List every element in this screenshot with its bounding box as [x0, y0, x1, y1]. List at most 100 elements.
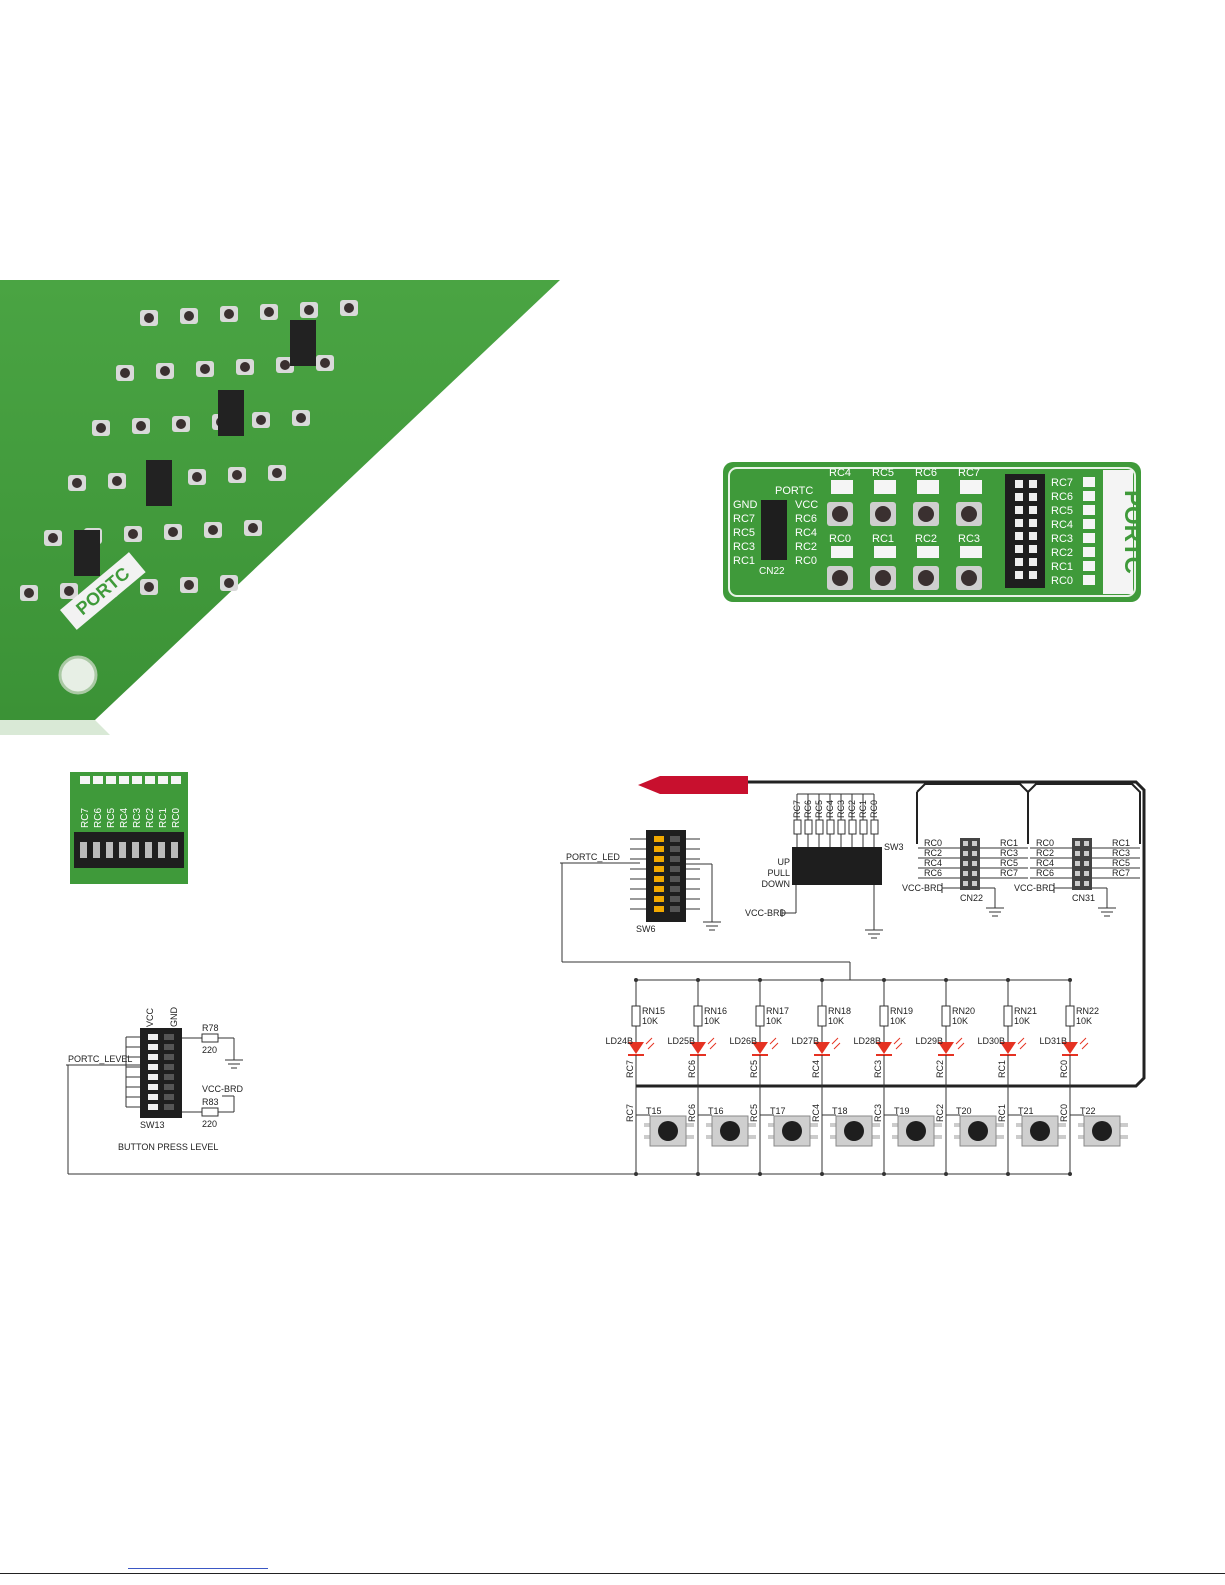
led-ray — [647, 1042, 655, 1050]
button-lead — [706, 1123, 714, 1127]
button-lead — [954, 1135, 962, 1139]
button-lead — [1056, 1135, 1066, 1139]
rn-value: 10K — [952, 1016, 968, 1026]
button-lead — [808, 1135, 818, 1139]
sw13-slot — [164, 1104, 174, 1110]
vcc-brd-label-sw3: VCC-BRD — [745, 908, 787, 918]
led-ray — [955, 1037, 963, 1045]
led-net-label: RC5 — [749, 1060, 759, 1078]
module-header-caption: PORTC — [775, 485, 813, 497]
photo-key-cap — [136, 421, 146, 431]
rn-label: RN18 — [828, 1006, 851, 1016]
small-label: RC3 — [132, 808, 143, 828]
cn-pin — [972, 881, 977, 886]
button-net-label: RC5 — [749, 1104, 759, 1122]
rn-label: RN22 — [1076, 1006, 1099, 1016]
photo-key-cap — [208, 525, 218, 535]
module-right-led — [1083, 575, 1095, 585]
button-lead — [870, 1135, 880, 1139]
button-lead — [830, 1123, 838, 1127]
led-symbol — [752, 1042, 768, 1054]
sw3-label: SW3 — [884, 842, 904, 852]
button-lead — [684, 1135, 694, 1139]
cn-left-net: RC4 — [924, 858, 942, 868]
photo-key-cap — [168, 527, 178, 537]
small-dip-slider — [93, 842, 100, 858]
cn-vcc-brd-label: VCC-BRD — [902, 883, 944, 893]
module-left-pin: RC5 — [733, 527, 755, 539]
rn-label: RN15 — [642, 1006, 665, 1016]
module-dip-slider — [1029, 558, 1037, 566]
module-left-pin: RC7 — [733, 513, 755, 525]
cn-left-net: RC6 — [1036, 868, 1054, 878]
module-bottom-led-label: RC0 — [829, 533, 851, 545]
sw13-slider — [148, 1064, 158, 1070]
sw6-slot — [670, 836, 680, 842]
cn-pin — [1075, 861, 1080, 866]
module-dip-slider — [1029, 493, 1037, 501]
sw6-slot — [670, 846, 680, 852]
module-button-cap — [832, 506, 848, 522]
module-right-led — [1083, 477, 1095, 487]
led-ray — [895, 1042, 903, 1050]
button-lead — [892, 1123, 900, 1127]
small-led — [145, 776, 155, 784]
rn-resistor — [693, 1005, 703, 1027]
module-led — [960, 480, 982, 494]
photo-key-cap — [24, 588, 34, 598]
module-led — [874, 480, 896, 494]
sw13-label: SW13 — [140, 1120, 165, 1130]
rn-resistor — [1003, 1005, 1013, 1027]
button-label: T19 — [894, 1106, 910, 1116]
sw13-slot — [164, 1034, 174, 1040]
sw6-slot — [670, 866, 680, 872]
module-button-cap — [832, 570, 848, 586]
rn-label: RN21 — [1014, 1006, 1037, 1016]
cn-label: CN31 — [1072, 893, 1095, 903]
button-net-label: RC7 — [625, 1104, 635, 1122]
cn-left-net: RC4 — [1036, 858, 1054, 868]
photo-key-cap — [272, 468, 282, 478]
module-bottom-led-label: RC1 — [872, 533, 894, 545]
button-lead — [644, 1123, 652, 1127]
button-label: T17 — [770, 1106, 786, 1116]
button-lead — [1078, 1123, 1086, 1127]
rn-value: 10K — [704, 1016, 720, 1026]
button-cap — [906, 1121, 926, 1141]
led-net-label: RC4 — [811, 1060, 821, 1078]
module-right-led — [1083, 505, 1095, 515]
sw6-slider — [654, 836, 664, 842]
button-net-label: RC1 — [997, 1104, 1007, 1122]
sw13-slot — [164, 1064, 174, 1070]
photo-key-cap — [296, 413, 306, 423]
led-label: LD25B — [667, 1036, 695, 1046]
sw13-slider — [148, 1074, 158, 1080]
cn-right-net: RC7 — [1112, 868, 1130, 878]
module-right-pin: RC3 — [1051, 533, 1073, 545]
gnd-label: GND — [169, 1007, 179, 1028]
button-cap — [844, 1121, 864, 1141]
module-dip-slider — [1029, 480, 1037, 488]
module-right-pin: RC1 — [1051, 561, 1073, 573]
rn-value: 10K — [1014, 1016, 1030, 1026]
sw6-slot — [670, 906, 680, 912]
sw3-resistor — [848, 819, 857, 835]
module-bottom-led-label: RC3 — [958, 533, 980, 545]
module-left-pin: RC1 — [733, 555, 755, 567]
module-mid-pin: VCC — [795, 499, 818, 511]
led-net-label: RC6 — [687, 1060, 697, 1078]
rn-resistor — [941, 1005, 951, 1027]
small-label: RC0 — [171, 808, 182, 828]
rn-label: RN19 — [890, 1006, 913, 1016]
led-ray — [769, 1037, 777, 1045]
sw3-resistor — [826, 819, 835, 835]
module-left-pin: GND — [733, 499, 758, 511]
rn-value: 10K — [642, 1016, 658, 1026]
photo-key-cap — [304, 305, 314, 315]
photo-key-cap — [184, 580, 194, 590]
button-lead — [644, 1135, 652, 1139]
module-right-pin: RC7 — [1051, 477, 1073, 489]
module-dip-slider — [1029, 532, 1037, 540]
module-led — [917, 480, 939, 494]
